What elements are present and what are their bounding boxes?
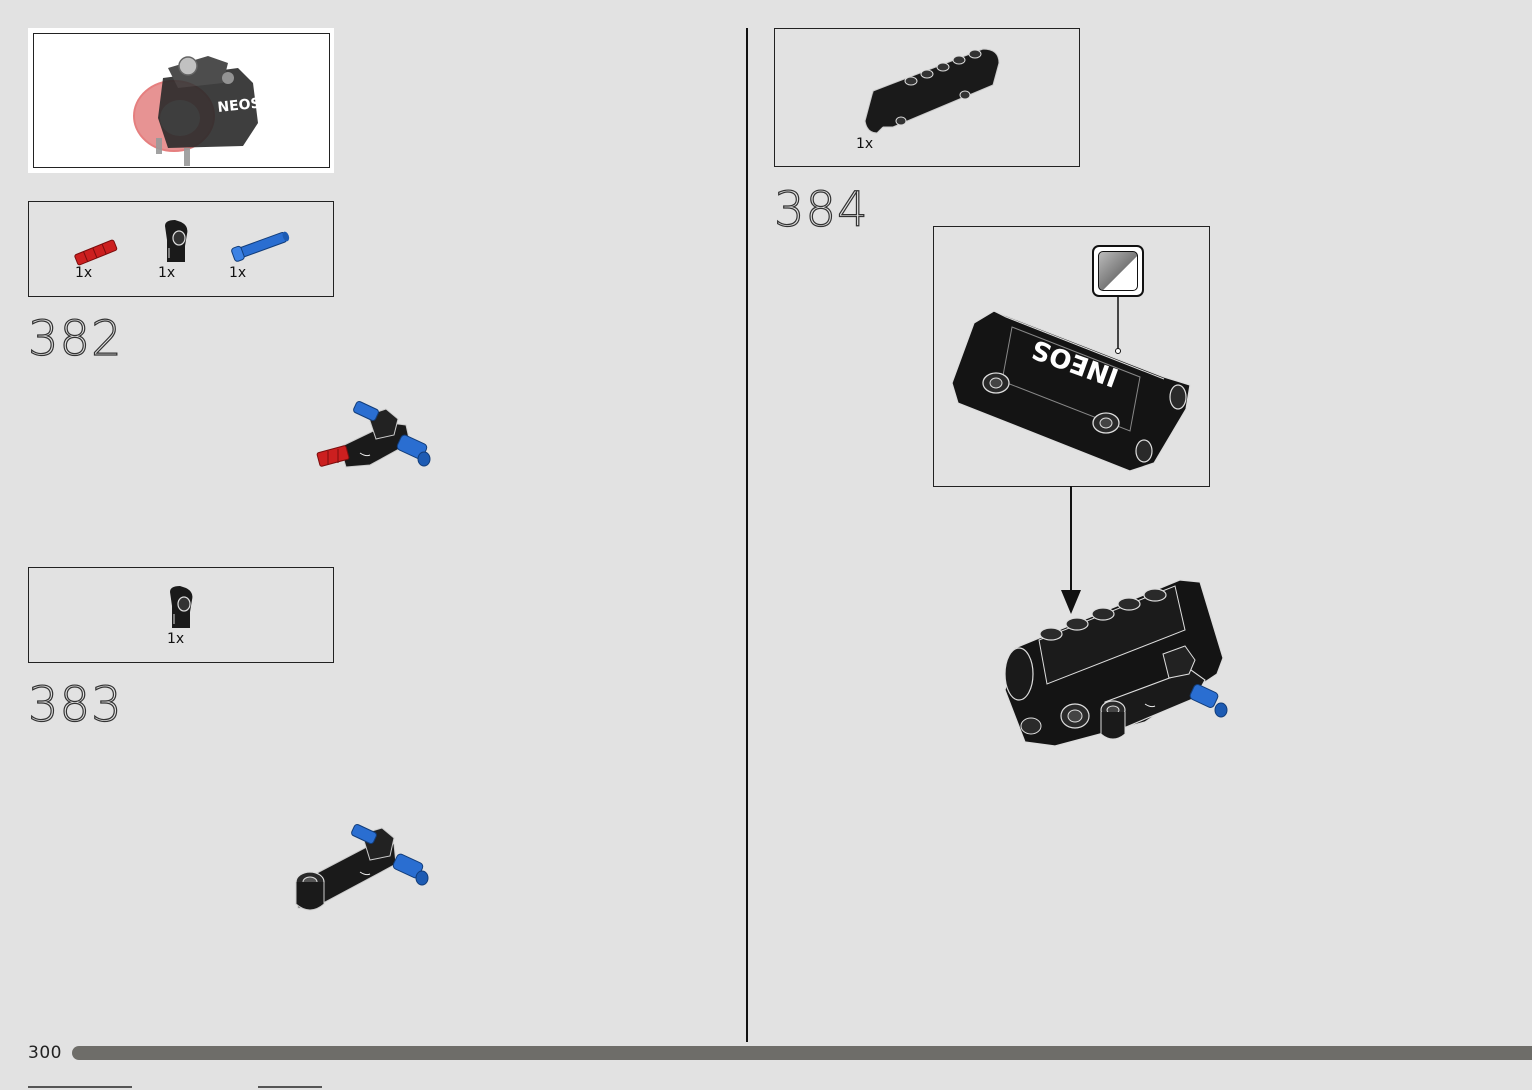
page-number: 300 (28, 1043, 62, 1063)
context-assembly-image: NEOS (28, 28, 334, 173)
parts-list-383: 1x (28, 567, 334, 663)
page-divider (746, 28, 748, 1042)
assembly-383-image (290, 820, 450, 920)
qty-label: 1x (75, 265, 92, 281)
step-number-383: 383 (28, 681, 123, 729)
parts-list-384: 1x (774, 28, 1080, 167)
step-number-382: 382 (28, 315, 123, 363)
qty-label: 1x (229, 265, 246, 281)
panel-with-sticker-image: INEOS (934, 227, 1211, 488)
sticker-callout-box: INEOS (933, 226, 1210, 487)
black-angle-connector-icon (157, 218, 197, 268)
crop-mark (258, 1086, 322, 1088)
black-angle-connector-icon (162, 584, 202, 634)
parts-list-382: 1x 1x 1x (28, 201, 334, 297)
assembly-382-image (310, 395, 450, 485)
black-panel-beam-icon (853, 41, 1013, 141)
context-box: NEOS (28, 28, 334, 173)
step-number-384: 384 (774, 186, 869, 234)
qty-label: 1x (158, 265, 175, 281)
crop-mark (28, 1086, 132, 1088)
blue-axle-pin-icon (227, 224, 297, 264)
progress-bar (72, 1046, 1532, 1060)
qty-label: 1x (856, 136, 873, 152)
assembly-384-image (995, 570, 1245, 760)
qty-label: 1x (167, 631, 184, 647)
